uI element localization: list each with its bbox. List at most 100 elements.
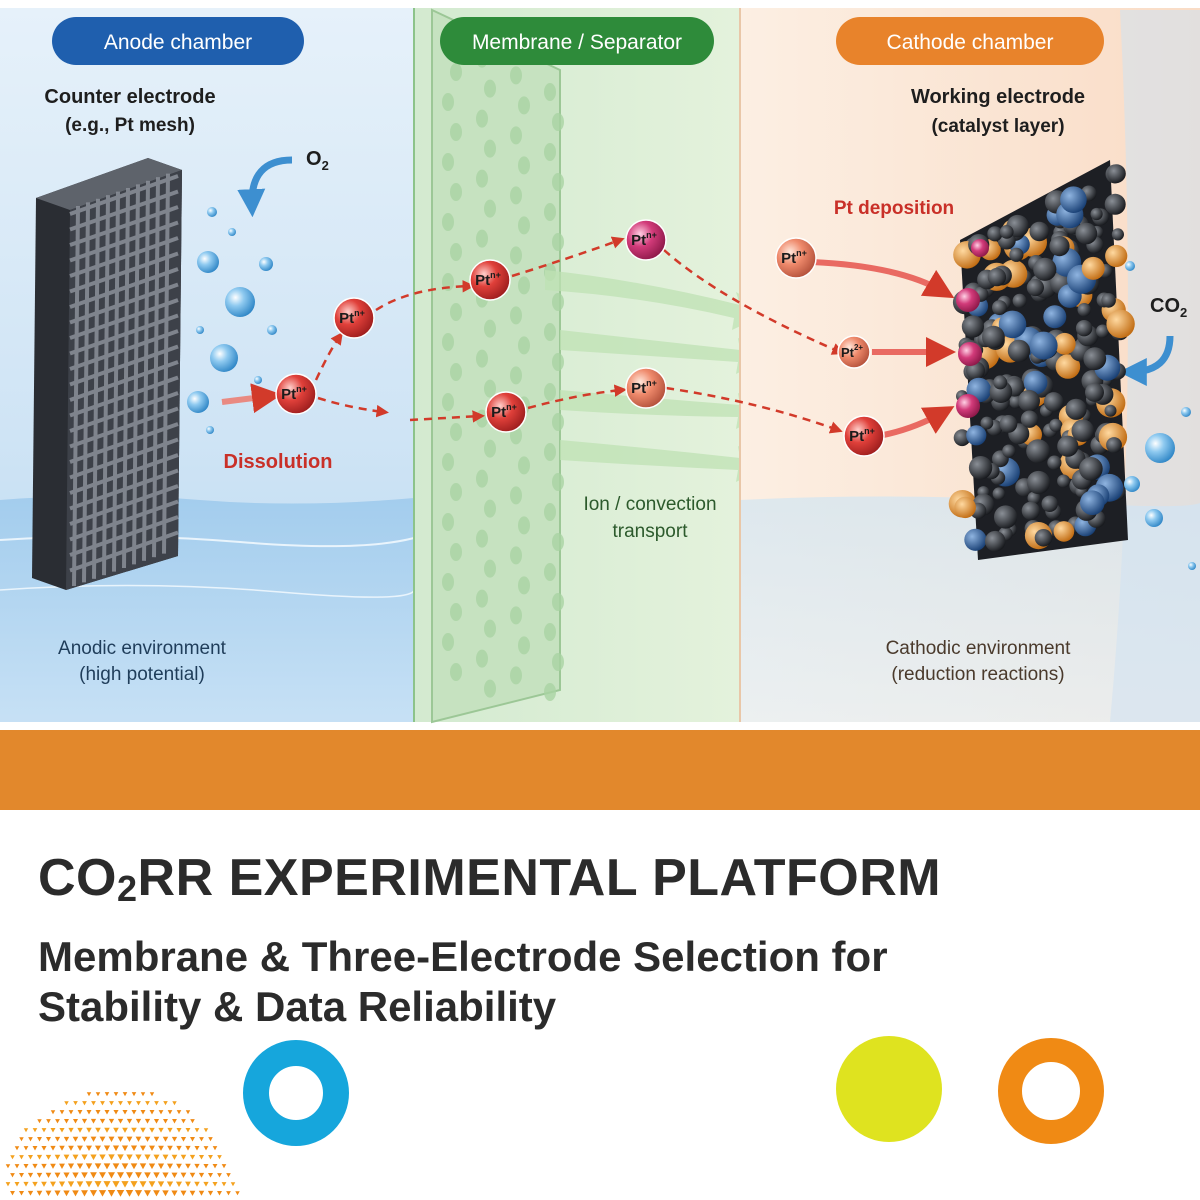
triangle-dot	[203, 1146, 209, 1151]
triangle-dot	[207, 1190, 214, 1196]
triangle-dot	[67, 1181, 75, 1188]
pt-ion-sphere	[625, 219, 667, 261]
catalyst-particle	[964, 528, 987, 551]
membrane-pore	[442, 213, 454, 231]
pt-ion-label: Ptn+	[781, 248, 807, 267]
triangle-dot	[180, 1190, 187, 1197]
triangle-dot	[167, 1110, 173, 1115]
triangle-dot	[139, 1181, 147, 1188]
triangle-dot	[235, 1191, 240, 1196]
carbon-particle	[1077, 303, 1091, 317]
membrane-pore	[450, 423, 462, 441]
mesh-wire	[69, 360, 179, 402]
membrane-pore	[552, 173, 564, 191]
triangle-dot	[125, 1190, 134, 1197]
cathode-chamber-title: Cathode chamber	[887, 31, 1054, 54]
carbon-particle	[1002, 444, 1016, 458]
triangle-dot	[221, 1164, 227, 1169]
triangle-dot	[203, 1163, 209, 1169]
triangle-dot	[81, 1136, 88, 1142]
cathodic-environment-detail: (reduction reactions)	[891, 664, 1064, 685]
triangle-dot	[135, 1154, 142, 1161]
membrane-pore	[476, 589, 488, 608]
triangle-dot	[190, 1137, 195, 1142]
triangle-dot	[126, 1118, 133, 1124]
membrane-pore	[552, 293, 564, 311]
triangle-dot	[108, 1172, 115, 1179]
triangle-dot	[135, 1118, 142, 1124]
carbon-particle	[1021, 501, 1040, 520]
mesh-wire	[69, 484, 179, 526]
membrane-pore	[544, 443, 556, 461]
triangle-dot	[27, 1172, 34, 1178]
bubble	[207, 207, 217, 217]
membrane-pore	[484, 199, 496, 218]
membrane-pore	[450, 123, 462, 141]
triangle-dot	[121, 1181, 129, 1188]
triangle-dot	[153, 1154, 160, 1161]
triangle-dot	[158, 1127, 164, 1133]
membrane-header: Membrane / Separator	[440, 17, 714, 65]
triangle-dot	[189, 1172, 196, 1178]
triangle-dot	[153, 1190, 160, 1197]
triangle-dot	[63, 1172, 70, 1179]
triangle-dot	[72, 1172, 79, 1179]
triangle-dot	[167, 1163, 173, 1169]
triangle-dot	[162, 1118, 169, 1124]
triangle-dot	[130, 1163, 138, 1170]
mesh-wire	[69, 251, 179, 294]
triangle-dot	[81, 1172, 88, 1179]
triangle-dot	[90, 1154, 97, 1161]
triangle-dot	[58, 1181, 66, 1188]
carbon-particle	[953, 429, 971, 447]
triangle-dot	[163, 1101, 168, 1106]
triangle-dot	[45, 1136, 52, 1142]
triangle-dot	[217, 1155, 222, 1160]
counter-electrode-mesh	[32, 158, 182, 590]
carbon-particle	[1075, 320, 1093, 337]
carbon-particle	[1007, 339, 1031, 363]
pt-deposition-label: Pt deposition	[834, 198, 954, 219]
membrane-pore	[510, 546, 522, 565]
triangle-dot	[144, 1118, 151, 1124]
membrane-pore	[442, 333, 454, 351]
bubble	[1125, 261, 1135, 271]
catalyst-particle	[1080, 490, 1105, 515]
mesh-wire	[69, 468, 179, 511]
mesh-wire	[69, 530, 179, 573]
triangle-dot	[139, 1145, 147, 1152]
triangle-dot	[54, 1154, 61, 1160]
co2-label: CO2	[1150, 295, 1187, 320]
triangle-dot	[99, 1118, 106, 1124]
mesh-wire	[69, 406, 179, 449]
carbon-particle	[1009, 247, 1024, 262]
triangle-dot	[158, 1145, 164, 1151]
membrane-pore	[476, 649, 488, 668]
triangle-dot	[207, 1172, 214, 1178]
membrane-pore	[552, 113, 564, 131]
triangle-dot	[108, 1118, 115, 1124]
mesh-wire	[69, 189, 179, 232]
triangle-dot	[130, 1145, 138, 1152]
triangle-dot	[54, 1172, 61, 1178]
triangle-dot	[121, 1163, 129, 1170]
mesh-wire	[69, 313, 179, 356]
subtitle-line-2: Stability & Data Reliability	[38, 983, 557, 1030]
membrane-pore	[484, 319, 496, 338]
deposited-pt-particle	[971, 239, 989, 257]
triangle-dot	[103, 1163, 111, 1170]
triangle-dot	[50, 1181, 56, 1187]
pt-ion: Ptn+	[485, 391, 527, 433]
membrane-pore	[544, 503, 556, 521]
triangle-dot	[181, 1119, 186, 1124]
triangle-dot	[23, 1181, 29, 1187]
membrane-pore	[476, 529, 488, 548]
triangle-dot	[217, 1173, 222, 1178]
triangle-dot	[104, 1092, 110, 1097]
carbon-particle	[1026, 439, 1050, 463]
triangle-dot	[72, 1136, 79, 1142]
carbon-particle	[1107, 164, 1126, 183]
triangle-dot	[104, 1127, 110, 1133]
triangle-dot	[140, 1092, 146, 1097]
lime-disc-decoration	[836, 1036, 942, 1142]
